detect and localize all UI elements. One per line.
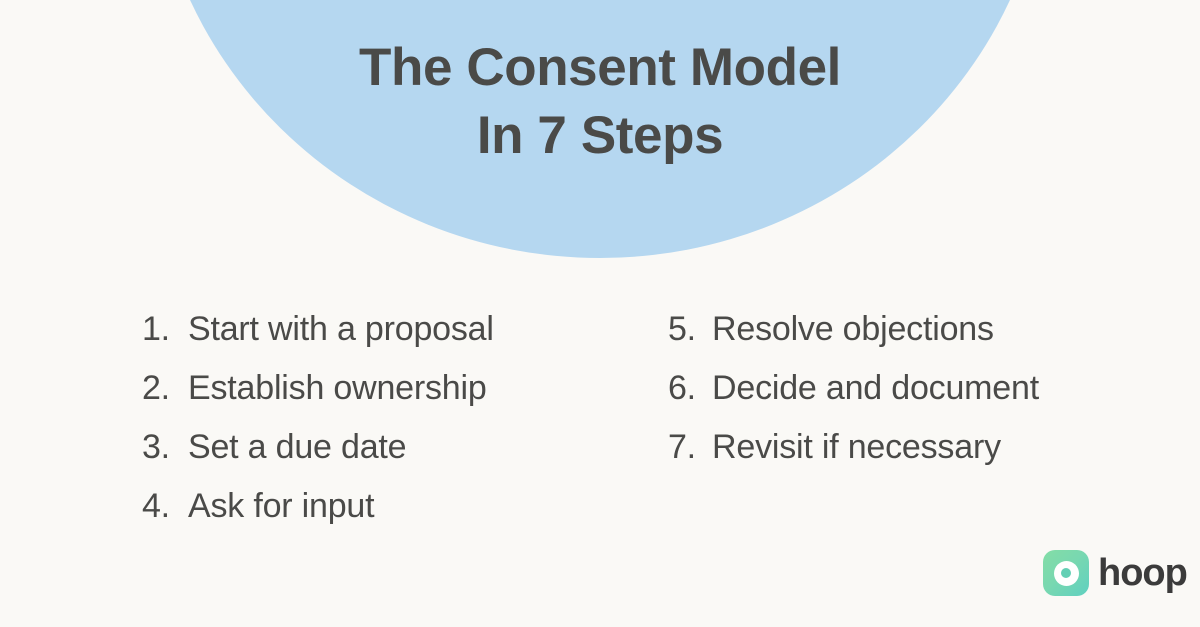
step-number: 2. [142,369,170,407]
page-title: The Consent Model In 7 Steps [0,34,1200,170]
steps-column-left: 1. Start with a proposal 2. Establish ow… [142,300,662,536]
hoop-ring-icon [1043,550,1089,596]
title-line-2: In 7 Steps [476,106,724,165]
logo-ring-shape [1053,560,1079,586]
step-label: Establish ownership [188,369,487,407]
hoop-logo: hoop [1043,550,1188,596]
step-number: 1. [142,310,170,348]
step-label: Set a due date [188,428,407,466]
step-number: 7. [668,428,696,466]
step-label: Decide and document [712,369,1039,407]
step-label: Start with a proposal [188,310,494,348]
steps-list: 1. Start with a proposal 2. Establish ow… [0,300,1200,560]
logo-center-dot [1061,568,1071,578]
list-item: 2. Establish ownership [142,359,662,418]
list-item: 4. Ask for input [142,477,662,536]
list-item: 6. Decide and document [668,359,1188,418]
title-line-1: The Consent Model [359,38,841,97]
step-number: 3. [142,428,170,466]
list-item: 1. Start with a proposal [142,300,662,359]
step-number: 5. [668,310,696,348]
step-label: Ask for input [188,487,375,525]
list-item: 7. Revisit if necessary [668,418,1188,477]
step-label: Resolve objections [712,310,994,348]
step-number: 4. [142,487,170,525]
list-item: 3. Set a due date [142,418,662,477]
step-label: Revisit if necessary [712,428,1001,466]
list-item: 5. Resolve objections [668,300,1188,359]
step-number: 6. [668,369,696,407]
logo-wordmark: hoop [1098,552,1188,594]
steps-column-right: 5. Resolve objections 6. Decide and docu… [668,300,1188,477]
